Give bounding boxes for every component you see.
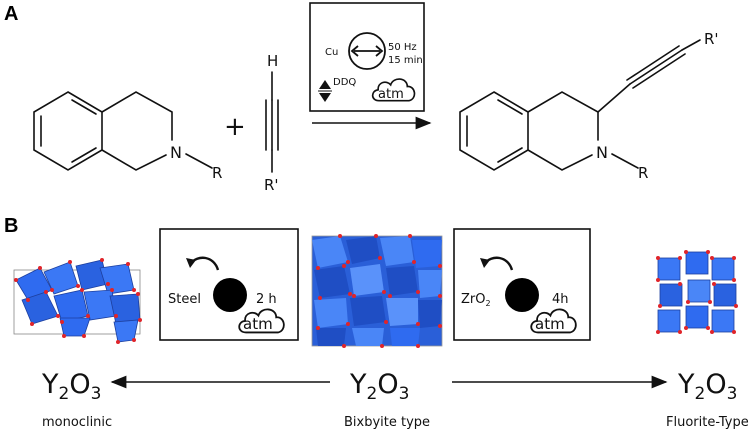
steel-ball-icon xyxy=(213,278,247,312)
alkyne-h-label: H xyxy=(267,52,278,70)
zro2-ball-icon xyxy=(505,278,539,312)
formula-fluorite: Y2O3 xyxy=(677,369,737,404)
monoclinic-structure-image xyxy=(13,258,142,344)
rotation-arrow-icon-right xyxy=(478,256,514,272)
alkyne-triple-bond xyxy=(265,71,279,173)
formula-monoclinic: Y2O3 xyxy=(41,369,101,404)
time-label-right: 4h xyxy=(552,292,569,307)
conditions-box-left xyxy=(159,228,299,341)
conditions-box-a xyxy=(309,2,425,112)
alkyne-r-label: R' xyxy=(264,176,279,194)
panel-a-label: A xyxy=(4,3,18,25)
amine-r-label: R xyxy=(212,164,222,182)
time-label-a: 15 min xyxy=(388,55,423,66)
product-r-prime-label: R' xyxy=(704,30,719,48)
steel-label: Steel xyxy=(168,292,201,307)
product-molecule xyxy=(459,39,701,171)
formula-bixbyite: Y2O3 xyxy=(349,369,409,404)
catalyst-label: Cu xyxy=(325,47,338,58)
zro2-label: ZrO2 xyxy=(461,292,491,308)
product-n-label: N xyxy=(596,143,608,162)
bixbyite-structure-image xyxy=(311,234,443,348)
caption-fluorite: Fluorite-Type xyxy=(666,415,749,430)
caption-bixbyite: Bixbyite type xyxy=(344,415,430,430)
oscillation-icon xyxy=(348,32,386,70)
tetrahydroisoquinoline-reactant xyxy=(33,91,213,171)
plus-sign: + xyxy=(224,112,246,142)
atm-label-left: atm xyxy=(243,315,273,333)
fluorite-structure-image xyxy=(656,250,738,334)
frequency-label: 50 Hz xyxy=(388,42,417,53)
ddq-grinding-icon xyxy=(318,80,332,102)
caption-monoclinic: monoclinic xyxy=(42,415,112,430)
ddq-label: DDQ xyxy=(333,77,356,88)
atm-label-right: atm xyxy=(535,315,565,333)
amine-n-label: N xyxy=(170,143,182,162)
atm-label-a: atm xyxy=(378,87,404,102)
conditions-box-right xyxy=(453,228,591,341)
time-label-left: 2 h xyxy=(256,292,277,307)
panel-b-label: B xyxy=(4,215,18,237)
rotation-arrow-icon-left xyxy=(184,256,220,272)
product-r-label: R xyxy=(638,164,648,182)
